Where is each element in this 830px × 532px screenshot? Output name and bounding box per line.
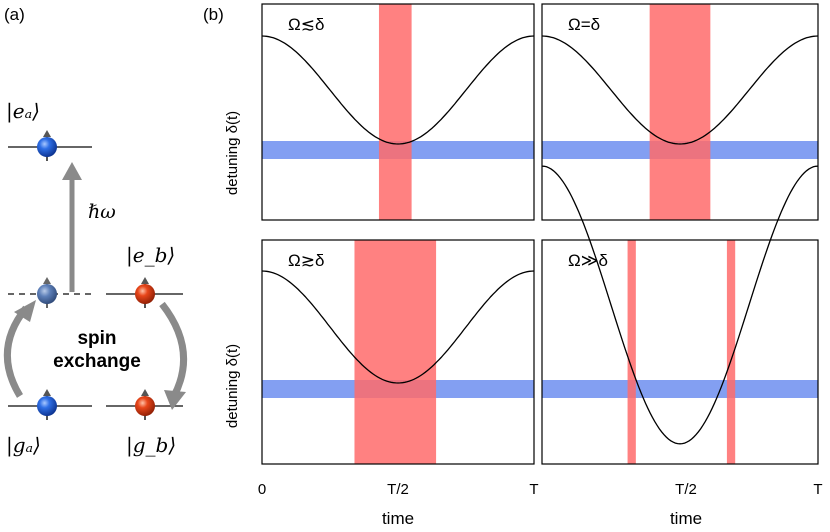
- ylabel-bottom: detuning δ(t): [224, 344, 241, 428]
- spin-exchange-line1: spin: [77, 328, 116, 349]
- atom-a-ground: [37, 389, 57, 420]
- interaction-window-1-0: [649, 4, 711, 220]
- exchange-arrow-right: [159, 301, 188, 398]
- state-label-ga: |gₐ⟩: [6, 433, 41, 458]
- ylabel-top: detuning δ(t): [224, 111, 241, 195]
- spin-exchange-line2: exchange: [53, 351, 141, 372]
- energy-label: ℏω: [88, 201, 116, 223]
- plot-frame-0: [261, 3, 535, 221]
- interaction-window-3-0: [627, 240, 636, 464]
- atom-b-ground: [135, 389, 155, 420]
- xtick-left-0: 0: [258, 481, 266, 498]
- resonance-band-3: [542, 380, 818, 398]
- xlabel-left: time: [382, 509, 414, 528]
- interaction-window-3-1: [726, 240, 736, 464]
- plot-title-0: Ω≲δ: [288, 15, 324, 34]
- xtick-right-mid: T/2: [675, 481, 697, 498]
- atom-b-excited: [135, 277, 155, 308]
- plots: Ω≲δ Ω=δΩ≳δ Ω≫δ: [261, 3, 819, 465]
- excitation-arrowhead: [62, 162, 82, 180]
- xtick-left-mid: T/2: [387, 481, 409, 498]
- detuning-curve-0: [261, 35, 535, 145]
- panel-b-label: (b): [203, 5, 224, 24]
- state-label-eb: |e_b⟩: [126, 243, 175, 268]
- atom-a-excited: [37, 130, 57, 161]
- detuning-curve-1: [541, 35, 819, 145]
- xtick-right-end: T: [813, 481, 822, 498]
- interaction-window-2-0: [354, 240, 437, 464]
- interaction-window-0-0: [378, 4, 412, 220]
- detuning-curve-3: [541, 165, 819, 445]
- plot-frame-1: [541, 3, 819, 221]
- state-label-ea: |eₐ⟩: [6, 99, 40, 124]
- plot-frame-3: [541, 239, 819, 465]
- xtick-left-end: T: [529, 481, 538, 498]
- plot-title-2: Ω≳δ: [288, 251, 324, 270]
- exchange-arrow-left: [3, 305, 29, 398]
- detuning-curve-2: [261, 270, 535, 384]
- state-label-gb: |g_b⟩: [126, 433, 176, 458]
- panel-a-label: (a): [4, 5, 25, 24]
- exchange-arrowhead-left: [14, 300, 36, 322]
- xlabel-right: time: [670, 509, 702, 528]
- plot-title-3: Ω≫δ: [568, 251, 608, 270]
- exchange-arrowhead-right: [164, 390, 186, 410]
- plot-frame-2: [261, 239, 535, 465]
- plot-title-1: Ω=δ: [568, 15, 600, 34]
- atom-a-virtual: [37, 277, 57, 308]
